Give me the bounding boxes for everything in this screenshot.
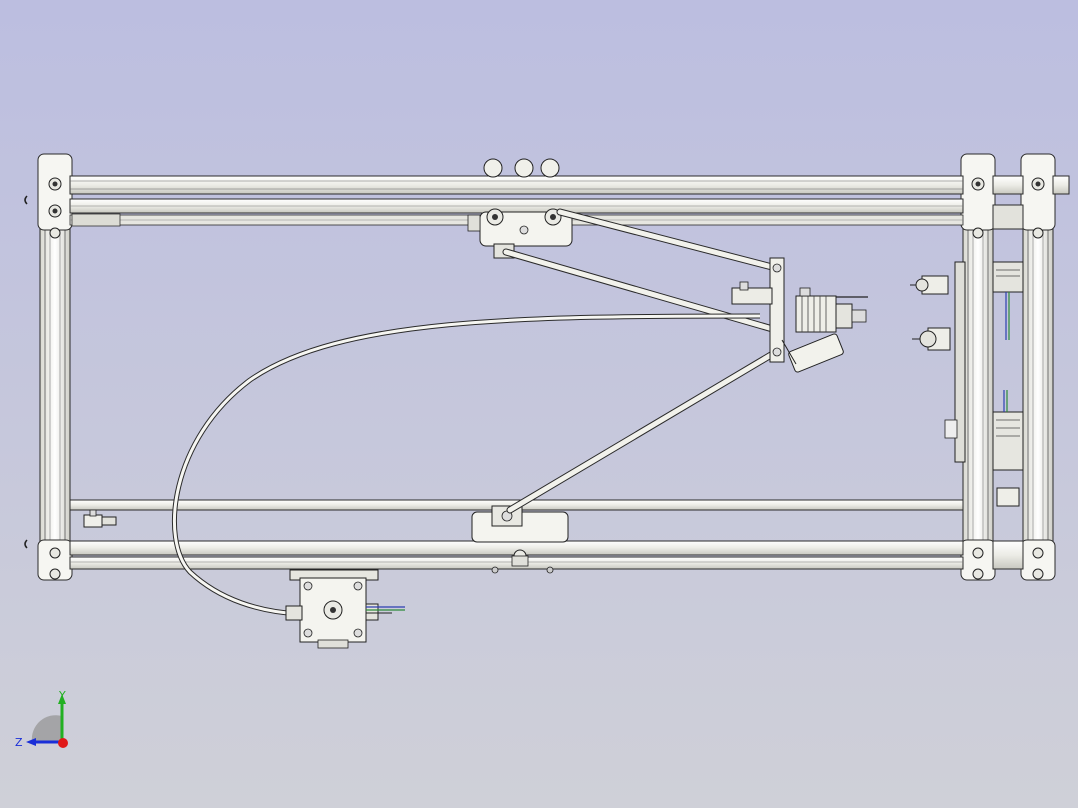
endstop-sensor-upper — [910, 275, 949, 295]
endstop-sensor-lower — [912, 327, 951, 351]
top-rail-upper — [69, 175, 1070, 195]
z-axis-arrowhead — [26, 738, 36, 746]
effector-hotend[interactable] — [731, 257, 868, 373]
rod-clamp-fitting — [83, 509, 117, 528]
carriage-arms — [502, 208, 780, 514]
bottom-rail — [69, 540, 1024, 570]
z-axis-label: Z — [15, 736, 23, 749]
extruder-motor[interactable] — [285, 569, 405, 649]
right-side-plate — [944, 261, 966, 463]
right-frame-post-outer — [1020, 153, 1056, 581]
triad-quadrant — [31, 715, 62, 742]
filament-tube — [172, 313, 761, 617]
left-frame-post — [24, 153, 73, 581]
y-axis-label: Y — [58, 689, 66, 702]
right-frame-post-inner — [960, 153, 996, 581]
orientation-triad[interactable]: Y Z — [10, 686, 80, 756]
x-axis-dot — [58, 738, 68, 748]
right-motor-block — [992, 261, 1024, 507]
bottom-carriage[interactable] — [471, 505, 569, 574]
y-axis-arrowhead — [58, 694, 66, 704]
